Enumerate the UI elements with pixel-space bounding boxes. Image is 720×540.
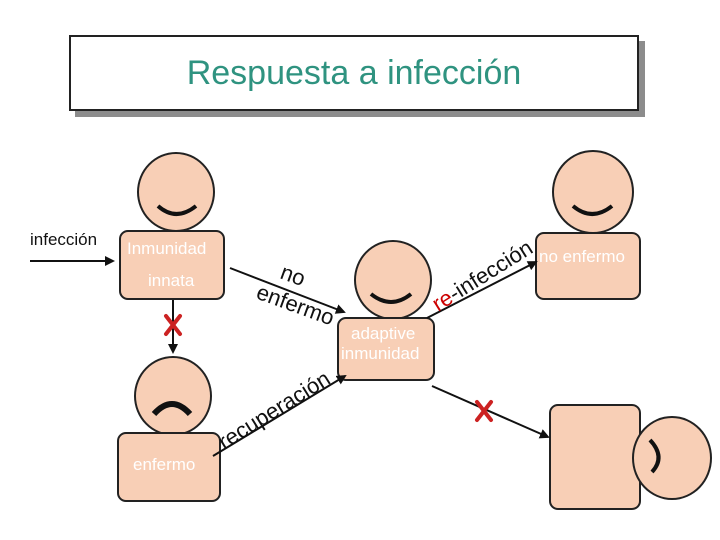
figure-innate-head <box>137 152 215 232</box>
adaptive-label-line2: inmunidad <box>341 344 420 363</box>
recovery-arrow <box>212 374 347 457</box>
blocked-mark-icon <box>164 314 182 336</box>
adaptive-label-line1: adaptive <box>351 324 416 343</box>
figure-adaptive-head <box>354 240 432 320</box>
smile-icon-adaptive <box>369 292 413 304</box>
frown-icon-sick <box>151 401 193 417</box>
figure-not-sick-body: no enfermo <box>535 232 641 300</box>
figure-innate-body: Inmunidad innata <box>119 230 225 300</box>
infection-label: infección <box>30 230 98 249</box>
innate-label-line2: innata <box>148 271 195 290</box>
figure-not-sick-head <box>552 150 634 234</box>
figure-sick-head <box>134 356 212 436</box>
reinfection-label-rest: -infección <box>444 235 537 306</box>
adaptive-to-lying-arrow <box>431 385 550 439</box>
smile-icon-innate <box>156 204 198 216</box>
no-sick-arrow <box>229 267 346 314</box>
blocked-mark-icon <box>475 400 493 422</box>
smile-icon-lying <box>648 438 661 474</box>
figure-sick-body: enfermo <box>117 432 221 502</box>
reinfection-arrow <box>426 261 538 319</box>
smile-icon-not-sick <box>571 204 614 216</box>
sick-label: enfermo <box>133 455 196 474</box>
recovery-label: recuperación <box>213 366 334 455</box>
title-box: Respuesta a infección <box>69 35 639 111</box>
reinfection-label: re-infección <box>427 235 537 316</box>
page-title: Respuesta a infección <box>186 53 522 92</box>
figure-adaptive-body: adaptive inmunidad <box>337 317 435 381</box>
figure-lying-head <box>632 416 712 500</box>
not-sick-label: no enfermo <box>539 247 625 266</box>
innate-label-line1: Inmunidad <box>127 239 207 258</box>
